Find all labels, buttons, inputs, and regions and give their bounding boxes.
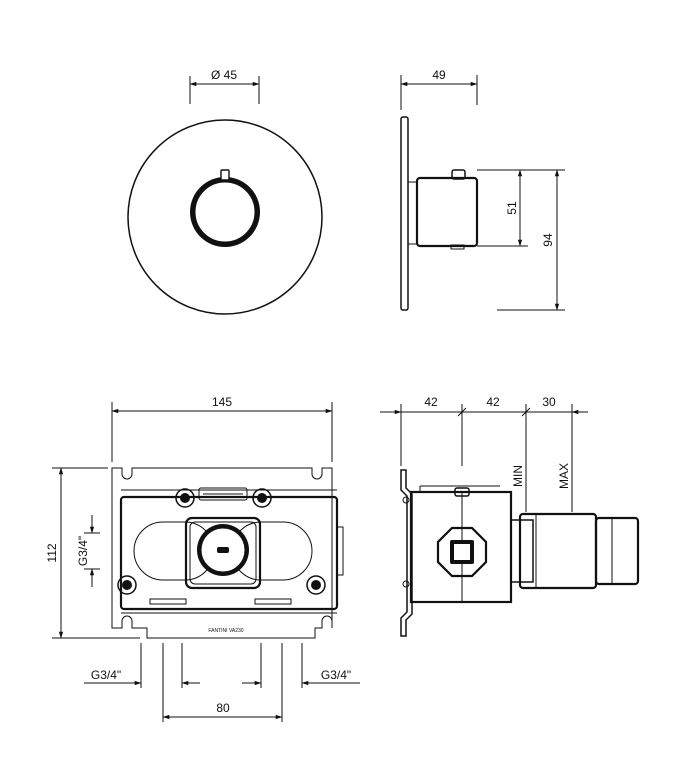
knob-bottom-pin bbox=[450, 244, 465, 250]
box-front-view: FANTINI VA230 145 112 G3/4" G3/4" G3/4" bbox=[45, 395, 360, 722]
right-tab bbox=[336, 526, 344, 576]
knob-body-side bbox=[407, 181, 418, 245]
cover-plate-edge bbox=[400, 116, 409, 311]
side-body-height-label: 51 bbox=[505, 201, 519, 215]
side-flange bbox=[400, 469, 413, 637]
cartridge-body bbox=[518, 512, 598, 590]
side-plate-height-label: 94 bbox=[541, 233, 555, 247]
side-valve-octagon bbox=[436, 526, 488, 578]
box-height-label: 112 bbox=[45, 543, 59, 562]
knob-inner-face bbox=[194, 181, 256, 243]
screw-bottom-right bbox=[306, 575, 326, 595]
thread-side-label: G3/4" bbox=[76, 536, 90, 566]
valve-center-mark bbox=[217, 547, 229, 553]
front-diameter-label: Ø 45 bbox=[211, 68, 237, 82]
knob-indicator bbox=[220, 169, 230, 181]
thread-left-label: G3/4" bbox=[91, 668, 121, 682]
min-label: MIN bbox=[511, 465, 525, 487]
box-side-view: 42 42 30 MIN MAX bbox=[380, 395, 640, 637]
screw-bottom-left bbox=[117, 575, 137, 595]
side-top-cap bbox=[454, 487, 470, 497]
cover-plate-circle bbox=[127, 119, 323, 315]
front-view: Ø 45 bbox=[127, 68, 323, 315]
top-handle bbox=[198, 487, 248, 501]
screw-top-left bbox=[175, 488, 195, 508]
side-seg2-label: 42 bbox=[486, 395, 500, 409]
screw-top-right bbox=[252, 488, 272, 508]
stamp-text: FANTINI VA230 bbox=[208, 628, 243, 634]
mounting-bracket bbox=[111, 467, 333, 639]
cartridge-end bbox=[594, 516, 640, 586]
port-spacing-label: 80 bbox=[216, 701, 230, 715]
box-width-label: 145 bbox=[212, 395, 232, 409]
knob-top-pin bbox=[451, 169, 466, 180]
side-seg1-label: 42 bbox=[424, 395, 438, 409]
knob-side bbox=[415, 176, 479, 248]
side-depth-label: 49 bbox=[432, 68, 446, 82]
valve-inner-square bbox=[189, 521, 257, 585]
cartridge-collar bbox=[510, 519, 534, 583]
side-view-top: 49 51 94 bbox=[400, 68, 565, 311]
side-seg3-label: 30 bbox=[542, 395, 556, 409]
valve-square bbox=[184, 516, 262, 590]
max-label: MAX bbox=[557, 463, 571, 489]
thread-right-label: G3/4" bbox=[321, 668, 351, 682]
